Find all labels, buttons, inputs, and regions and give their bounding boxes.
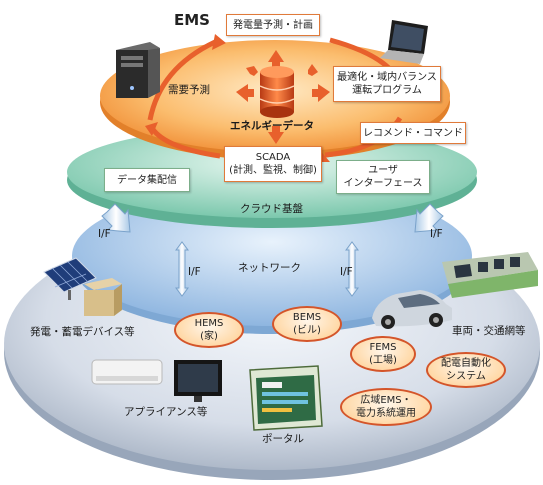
interface-label-center-right: I/F xyxy=(340,266,353,278)
recommend-command-box: レコメンド・コマンド xyxy=(360,122,466,144)
optimization-line-2: 運転プログラム xyxy=(352,85,422,96)
ems-title: EMS xyxy=(174,11,210,29)
bems-oval: BEMS (ビル) xyxy=(272,306,342,342)
database-icon xyxy=(259,66,295,118)
distribution-automation-line-2: システム xyxy=(446,371,486,382)
portal-screen-icon xyxy=(249,365,323,431)
fems-oval: FEMS (工場) xyxy=(350,336,416,372)
server-icon xyxy=(116,42,160,98)
battery-cabinet-icon xyxy=(84,278,122,316)
cloud-platform-label: クラウド基盤 xyxy=(240,203,303,215)
scada-line-1: SCADA xyxy=(255,152,291,163)
appliances-label: アプライアンス等 xyxy=(124,406,208,418)
wide-area-ems-line-1: 広域EMS・ xyxy=(360,395,412,406)
television-icon xyxy=(174,360,222,402)
portal-label: ポータル xyxy=(262,433,304,445)
scada-line-2: (計測、監視、制御) xyxy=(229,165,317,176)
recommend-command-label: レコメンド・コマンド xyxy=(363,127,463,139)
wide-area-ems-line-2: 電力系統運用 xyxy=(356,408,416,419)
hems-oval: HEMS (家) xyxy=(174,312,244,348)
forecast-plan-label: 発電量予測・計画 xyxy=(233,19,313,31)
fems-line-1: FEMS xyxy=(369,342,397,353)
power-devices-label: 発電・蓄電デバイス等 xyxy=(30,326,135,338)
optimization-box: 最適化・域内バランス 運転プログラム xyxy=(333,66,441,102)
network-label: ネットワーク xyxy=(238,262,301,274)
interface-label-center-left: I/F xyxy=(188,266,201,278)
data-distribution-box: データ集配信 xyxy=(104,168,190,192)
vehicles-label: 車両・交通網等 xyxy=(452,325,526,337)
train-icon xyxy=(442,252,538,298)
energy-data-radial-arrows xyxy=(236,50,330,144)
bems-line-1: BEMS xyxy=(292,312,322,323)
demand-forecast-label: 需要予測 xyxy=(168,84,210,96)
data-distribution-label: データ集配信 xyxy=(117,174,177,186)
air-conditioner-icon xyxy=(91,359,163,385)
interface-label-left: I/F xyxy=(98,228,111,240)
user-interface-line-2: インターフェース xyxy=(343,178,423,189)
scada-box: SCADA (計測、監視、制御) xyxy=(224,146,322,182)
hems-line-2: (家) xyxy=(200,331,218,342)
interface-label-right: I/F xyxy=(430,228,443,240)
distribution-automation-line-1: 配電自動化 xyxy=(441,358,491,369)
interface-connectors xyxy=(101,203,444,297)
laptop-icon xyxy=(380,20,428,64)
distribution-automation-oval: 配電自動化 システム xyxy=(426,352,506,388)
forecast-plan-box: 発電量予測・計画 xyxy=(226,14,320,36)
bems-line-2: (ビル) xyxy=(293,325,321,336)
car-icon xyxy=(372,290,452,329)
fems-line-2: (工場) xyxy=(369,355,397,366)
hems-line-1: HEMS xyxy=(194,318,224,329)
wide-area-ems-oval: 広域EMS・ 電力系統運用 xyxy=(340,388,432,426)
optimization-line-1: 最適化・域内バランス xyxy=(337,72,437,83)
energy-data-label: エネルギーデータ xyxy=(230,120,314,132)
solar-panel-icon xyxy=(43,257,97,300)
user-interface-box: ユーザ インターフェース xyxy=(336,160,430,194)
user-interface-line-1: ユーザ xyxy=(368,165,398,176)
